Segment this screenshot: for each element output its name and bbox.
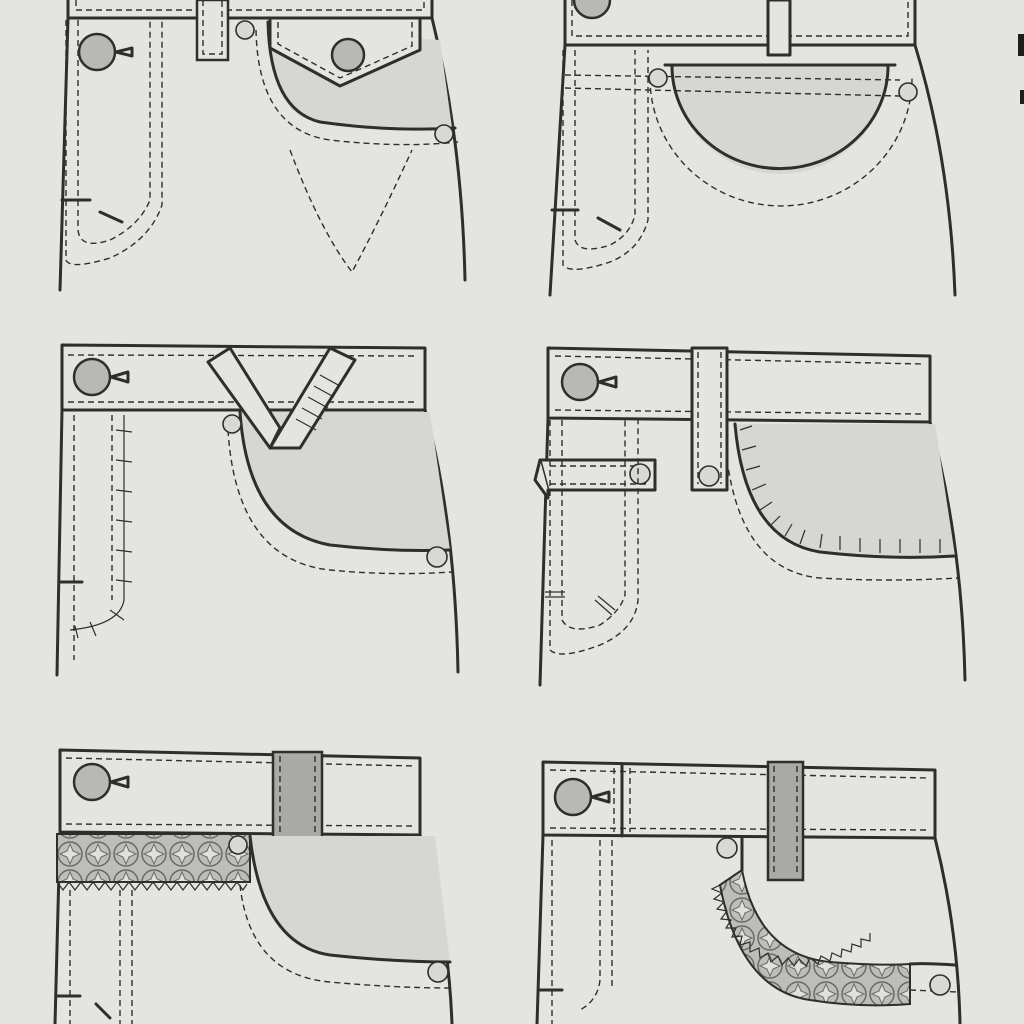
waistband: [58, 748, 422, 837]
button-icon: [330, 37, 366, 73]
belt-loop: [195, 0, 230, 62]
side-seam-left: [55, 408, 64, 677]
rivet-icon: [929, 974, 951, 996]
drawing-embroidered-curved-pocket: [535, 760, 962, 1024]
button-icon: [560, 362, 600, 402]
belt-loop: [766, 0, 792, 57]
rivet-icon: [228, 835, 248, 855]
waistband: [563, 0, 917, 47]
rivet-icon: [716, 837, 738, 859]
drawing-round-pocket: [548, 0, 957, 297]
side-seam-left: [538, 416, 550, 687]
side-seam-right: [913, 43, 957, 297]
button-icon: [572, 0, 612, 20]
waistband: [66, 0, 434, 20]
embroidered-band: [56, 833, 251, 883]
page-edge-mark: [1018, 34, 1024, 56]
rivet-icon: [426, 546, 448, 568]
button-icon: [72, 357, 112, 397]
drawing-embroidered-band-pocket: [53, 748, 454, 1024]
rivet-icon: [698, 465, 720, 487]
rivet-icon: [222, 414, 242, 434]
drawing-tab-pocket: [533, 346, 967, 687]
rivet-icon: [434, 124, 454, 144]
rivet-icon: [898, 82, 918, 102]
button-icon: [553, 777, 593, 817]
drawing-flap-pocket: [58, 0, 467, 292]
belt-loop: [206, 346, 282, 450]
round-pocket-opening: [670, 64, 890, 171]
page-edge-mark: [1020, 90, 1024, 104]
button-icon: [72, 762, 112, 802]
belt-loop: [268, 346, 357, 450]
side-seam-left: [58, 16, 70, 292]
rivet-icon: [648, 68, 668, 88]
embroidered-band: [718, 868, 911, 1007]
rivet-icon: [629, 463, 651, 485]
side-seam-right: [933, 836, 962, 1024]
rivet-icon: [235, 20, 255, 40]
belt-loop: [766, 760, 805, 882]
drawing-v-loop-pocket: [55, 343, 460, 677]
side-seam-left: [548, 43, 567, 297]
rivet-icon: [427, 961, 449, 983]
button-icon: [77, 32, 117, 72]
side-seam-left: [535, 833, 545, 1024]
